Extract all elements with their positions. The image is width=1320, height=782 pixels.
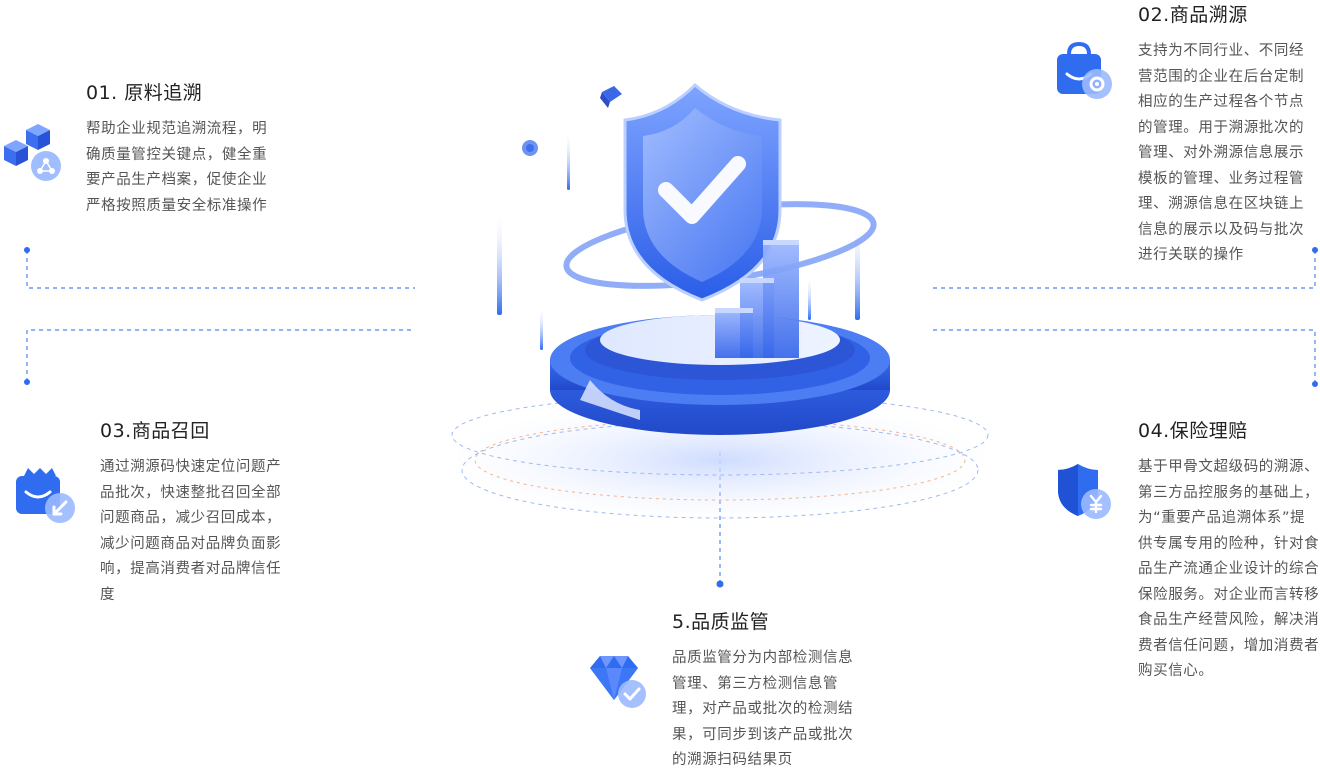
section-title: 01. 原料追溯 xyxy=(86,82,203,104)
cubes-icon xyxy=(4,124,61,181)
section-product-trace: 02.商品溯源 支持为不同行业、不同经营范围的企业在后台定制相应的生产过程各个节… xyxy=(1138,0,1318,269)
section-body: 基于甲骨文超级码的溯源、第三方品控服务的基础上，为“重要产品追溯体系”提供专属专… xyxy=(1138,459,1320,679)
section-body: 通过溯源码快速定位问题产品批次，快速整批召回全部问题商品，减少召回成本，减少问题… xyxy=(100,459,282,603)
diamond-check-icon xyxy=(590,656,646,708)
section-body: 帮助企业规范追溯流程，明确质量管控关键点，健全重要产品生产档案，促使企业严格按照… xyxy=(86,121,268,214)
section-title: 03.商品召回 xyxy=(100,420,210,442)
section-body: 支持为不同行业、不同经营范围的企业在后台定制相应的生产过程各个节点的管理。用于溯… xyxy=(1138,43,1305,263)
insurance-shield-icon xyxy=(1058,464,1111,519)
hero-illustration xyxy=(450,82,990,520)
section-body: 品质监管分为内部检测信息管理、第三方检测信息管理，对产品或批次的检测结果，可同步… xyxy=(672,650,854,768)
section-product-recall: 03.商品召回 通过溯源码快速定位问题产品批次，快速整批召回全部问题商品，减少召… xyxy=(100,416,285,608)
section-raw-material-trace: 01. 原料追溯 帮助企业规范追溯流程，明确质量管控关键点，健全重要产品生产档案… xyxy=(86,78,276,219)
recall-bag-icon xyxy=(16,468,75,523)
section-title: 04.保险理赔 xyxy=(1138,420,1248,442)
section-quality-supervision: 5.品质监管 品质监管分为内部检测信息管理、第三方检测信息管理，对产品或批次的检… xyxy=(672,607,858,774)
section-title: 02.商品溯源 xyxy=(1138,4,1248,26)
shopping-bag-icon xyxy=(1057,42,1112,99)
section-title: 5.品质监管 xyxy=(672,611,770,633)
section-insurance-claims: 04.保险理赔 基于甲骨文超级码的溯源、第三方品控服务的基础上，为“重要产品追溯… xyxy=(1138,416,1320,685)
